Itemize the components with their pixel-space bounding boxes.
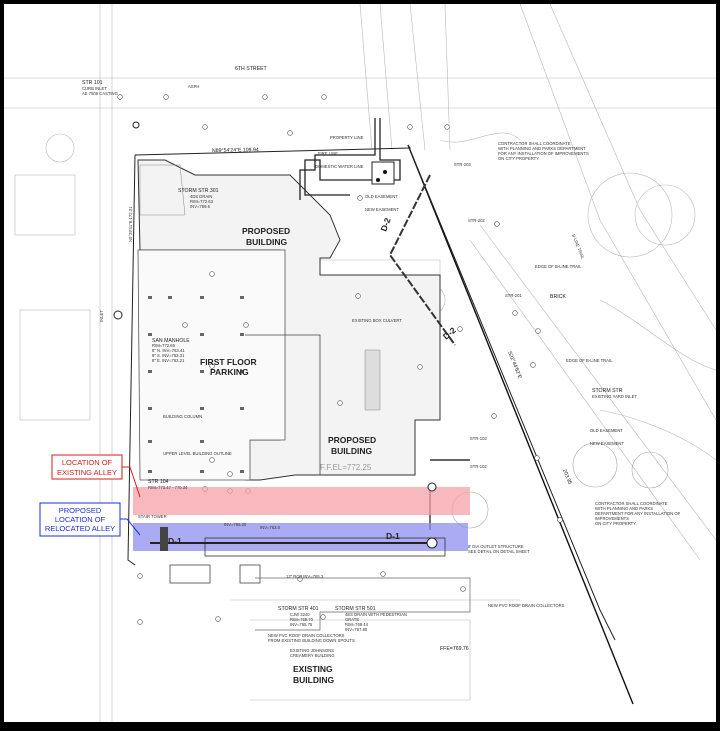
svg-text:NEW EASEMENT: NEW EASEMENT [590, 441, 624, 446]
south-building-line1: PROPOSED [328, 435, 376, 445]
building-ffe: F.F.EL=772.25 [320, 463, 372, 472]
svg-text:INV=763.0: INV=763.0 [260, 525, 281, 530]
d2-pipe [388, 174, 456, 346]
existing-ffe: FFE=769.76 [440, 646, 469, 652]
svg-text:OLD EASEMENT: OLD EASEMENT [365, 194, 398, 199]
svg-text:EXISTING ALLEY: EXISTING ALLEY [57, 468, 117, 477]
str301-title: STORM STR 301 [178, 188, 219, 194]
svg-text:EXISTING BOX CULVERT: EXISTING BOX CULVERT [352, 318, 402, 323]
storm-str-title: STORM STR [592, 388, 623, 394]
svg-text:PROPOSED: PROPOSED [59, 506, 102, 515]
svg-text:12" RCP INV=765.3: 12" RCP INV=765.3 [286, 574, 324, 579]
svg-text:NEW PVC ROOF DRAIN COLLECTORS: NEW PVC ROOF DRAIN COLLECTORS [268, 633, 345, 638]
svg-text:INV=767.80: INV=767.80 [345, 627, 368, 632]
svg-text:RIM=772.63: RIM=772.63 [190, 199, 214, 204]
svg-text:NEW PVC ROOF DRAIN COLLECTORS: NEW PVC ROOF DRAIN COLLECTORS [488, 603, 565, 608]
svg-text:OLD EASEMENT: OLD EASEMENT [590, 428, 623, 433]
svg-text:STR-201: STR-201 [505, 293, 522, 298]
svg-text:STR-202: STR-202 [468, 218, 485, 223]
svg-text:RELOCATED ALLEY: RELOCATED ALLEY [45, 524, 115, 533]
labels: 6TH STREET ASPH N89°54'24"E 109.94 PROPE… [82, 66, 681, 685]
svg-text:8' DIA OUTLET STRUCTURE: 8' DIA OUTLET STRUCTURE [468, 544, 524, 549]
str501-title: STORM STR 501 [335, 606, 376, 612]
d1-right-label: D-1 [386, 531, 400, 541]
svg-text:SEE DETAIL ON DETAIL SHEET: SEE DETAIL ON DETAIL SHEET [468, 549, 530, 554]
d2-upper-label: D-2 [378, 216, 392, 233]
str104-title: STR 104 [148, 479, 169, 485]
svg-text:4ES DRAIN WITH PEDESTRIAN: 4ES DRAIN WITH PEDESTRIAN [345, 612, 407, 617]
svg-text:ON CITY PROPERTY.: ON CITY PROPERTY. [498, 156, 540, 161]
bearing-north: N89°54'24"E 109.94 [212, 147, 259, 154]
san-manhole-title: SAN MANHOLE [152, 338, 190, 344]
svg-text:CJW 3240: CJW 3240 [290, 612, 310, 617]
svg-text:CONTRACTOR SHALL COORDINATE: CONTRACTOR SHALL COORDINATE [595, 501, 668, 506]
d1-left-label: D-1 [168, 536, 182, 546]
svg-text:INV=765.75: INV=765.75 [290, 622, 313, 627]
property-line-label: PROPERTY LINE [330, 135, 364, 140]
svg-text:FROM EXISTING BUILDING DOWN SP: FROM EXISTING BUILDING DOWN SPOUTS [268, 638, 355, 643]
svg-text:BRICK: BRICK [550, 294, 566, 300]
svg-text:DOMESTIC WATER LINE: DOMESTIC WATER LINE [315, 164, 364, 169]
svg-text:EDGE OF B-LINE TRAIL: EDGE OF B-LINE TRAIL [535, 264, 582, 269]
survey-linework [4, 3, 717, 722]
svg-text:CREAMERY BUILDING: CREAMERY BUILDING [290, 653, 335, 658]
svg-text:203.95: 203.95 [561, 469, 573, 486]
svg-text:CONTRACTOR SHALL COORDINATE: CONTRACTOR SHALL COORDINATE [498, 141, 571, 146]
parking-line2: PARKING [210, 367, 249, 377]
bearing-west: N0°29'41"E 172.31 [128, 206, 133, 242]
svg-text:INV=765.20: INV=765.20 [224, 522, 247, 527]
svg-text:8" S. INV=763.31: 8" S. INV=763.31 [152, 353, 185, 358]
svg-text:EXISTING YARD INLET: EXISTING YARD INLET [592, 394, 637, 399]
north-building-line2: BUILDING [246, 237, 287, 247]
svg-text:LOCATION OF: LOCATION OF [55, 515, 106, 524]
svg-text:CURB INLET: CURB INLET [82, 86, 107, 91]
relocated-alley-callout [39, 502, 121, 537]
svg-text:RIM=769.44: RIM=769.44 [345, 622, 369, 627]
asph-label: ASPH [188, 84, 199, 89]
svg-text:8" E. INV=763.21: 8" E. INV=763.21 [152, 358, 185, 363]
svg-text:4DS DRAIN: 4DS DRAIN [190, 194, 212, 199]
svg-text:UPPER LEVEL BUILDING OUTLINE: UPPER LEVEL BUILDING OUTLINE [163, 451, 232, 456]
svg-text:STAIR TOWER: STAIR TOWER [138, 514, 167, 519]
property-boundary [127, 144, 616, 641]
svg-text:IMPROVEMENTS: IMPROVEMENTS [595, 516, 629, 521]
str401-title: STORM STR 401 [278, 606, 319, 612]
south-building-line2: BUILDING [331, 446, 372, 456]
svg-text:FIRE LINE: FIRE LINE [318, 151, 338, 156]
svg-text:FOR ANY INSTALLATION OF IMPROV: FOR ANY INSTALLATION OF IMPROVEMENTS [498, 151, 589, 156]
svg-text:RIM=773.47 - 770.34: RIM=773.47 - 770.34 [148, 485, 188, 490]
svg-text:STR-102: STR-102 [470, 464, 487, 469]
existing-building-line2: BUILDING [293, 675, 334, 685]
relocated-alley-band [133, 523, 468, 551]
svg-text:WITH PLANNING AND PARKS DEPART: WITH PLANNING AND PARKS DEPARTMENT [498, 146, 586, 151]
svg-text:AE 7505 CASTING: AE 7505 CASTING [82, 91, 118, 96]
svg-text:RIM=772.65: RIM=772.65 [152, 343, 176, 348]
svg-text:STR-103: STR-103 [470, 436, 487, 441]
existing-building-line1: EXISTING [293, 664, 333, 674]
svg-text:GRATE: GRATE [345, 617, 359, 622]
svg-text:BUILDING COLUMN: BUILDING COLUMN [163, 414, 202, 419]
svg-text:8" N. INV=763.41: 8" N. INV=763.41 [152, 348, 185, 353]
svg-text:LOCATION OF: LOCATION OF [62, 458, 113, 467]
street-label: 6TH STREET [235, 66, 268, 72]
trail-edge-line [407, 144, 634, 705]
svg-text:STR-203: STR-203 [454, 162, 471, 167]
svg-text:EXISTING JOHNSONS: EXISTING JOHNSONS [290, 648, 334, 653]
svg-text:NEW EASEMENT: NEW EASEMENT [365, 207, 399, 212]
svg-text:EDGE OF B-LINE TRAIL: EDGE OF B-LINE TRAIL [566, 358, 613, 363]
north-building-line1: PROPOSED [242, 226, 290, 236]
str101-title: STR 101 [82, 80, 103, 86]
svg-text:INLET: INLET [99, 310, 104, 322]
svg-text:RIM=769.70: RIM=769.70 [290, 617, 314, 622]
existing-alley-band [133, 487, 470, 515]
svg-text:ON CITY PROPERTY.: ON CITY PROPERTY. [595, 521, 637, 526]
building-columns [148, 296, 244, 473]
existing-alley-callout [51, 454, 123, 480]
parking-line1: FIRST FLOOR [200, 357, 257, 367]
svg-text:INV=769.6: INV=769.6 [190, 204, 211, 209]
svg-text:DEPARTMENT FOR ANY INSTALLATIO: DEPARTMENT FOR ANY INSTALLATION OF [595, 511, 681, 516]
svg-text:WITH PLANNING AND PARKS: WITH PLANNING AND PARKS [595, 506, 653, 511]
